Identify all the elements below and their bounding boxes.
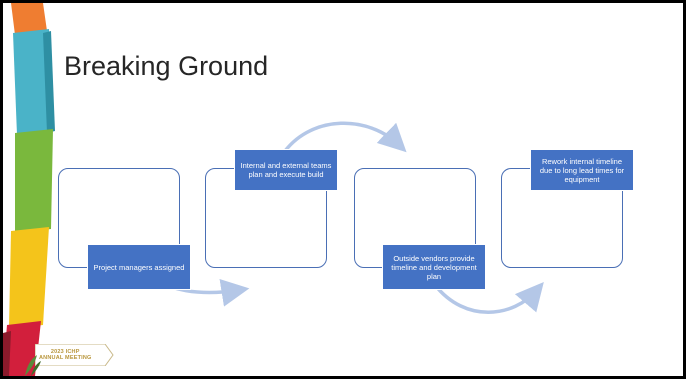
badge-leaf-icon <box>25 355 41 376</box>
slide-title: Breaking Ground <box>64 51 269 81</box>
step-label-1-text: Project managers assigned <box>93 262 185 272</box>
step-label-1: Project managers assigned <box>87 244 191 290</box>
arrow-2-to-3 <box>283 121 407 153</box>
badge-line-2: ANNUAL MEETING <box>39 355 92 361</box>
step-label-2-text: Internal and external teams plan and exe… <box>240 161 332 179</box>
step-label-3-text: Outside vendors provide timeline and dev… <box>391 253 477 281</box>
arrow-3-to-4 <box>433 282 544 314</box>
bar-darkred <box>3 331 11 376</box>
step-label-3: Outside vendors provide timeline and dev… <box>382 244 486 290</box>
bar-orange <box>11 3 47 35</box>
step-label-4: Rework internal timeline due to long lea… <box>530 149 634 191</box>
bar-green <box>15 129 53 233</box>
bar-teal <box>43 31 55 133</box>
slide: Breaking Ground Project managers assigne… <box>3 3 683 376</box>
bar-yellow <box>9 227 49 329</box>
badge-line-1: 2023 ICHP <box>50 349 80 355</box>
step-label-2: Internal and external teams plan and exe… <box>234 149 338 191</box>
meeting-badge-text: 2023 ICHP ANNUAL MEETING <box>39 349 92 361</box>
meeting-badge-logo <box>35 344 114 366</box>
step-label-4-text: Rework internal timeline due to long lea… <box>539 156 625 184</box>
bar-cyan <box>13 29 53 135</box>
